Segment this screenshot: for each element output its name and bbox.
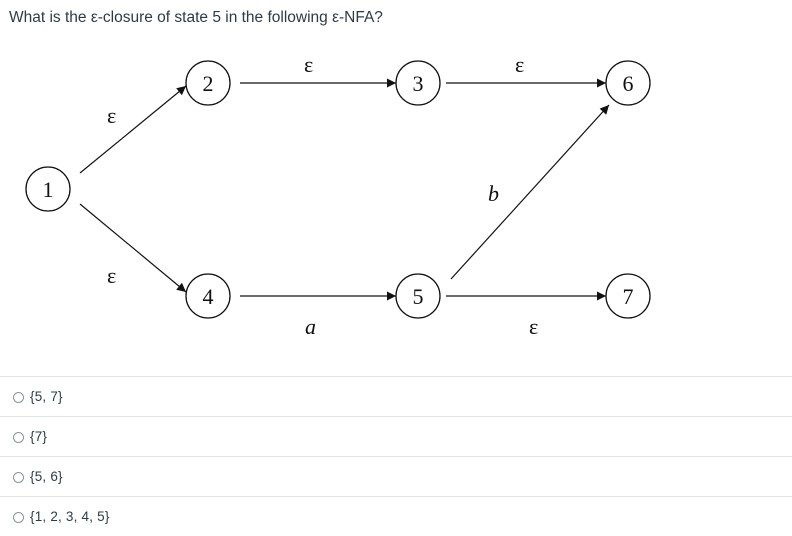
state-6: 6 <box>605 60 651 106</box>
answer-label: {1, 2, 3, 4, 5} <box>30 509 110 524</box>
edge-1-2 <box>79 85 187 174</box>
state-4-label: 4 <box>203 284 214 309</box>
edge-1-4 <box>79 203 187 293</box>
edge-label-2-3: ε <box>304 52 313 77</box>
state-7: 7 <box>605 273 651 319</box>
answer-label: {5, 7} <box>30 389 63 404</box>
state-2-label: 2 <box>203 71 214 96</box>
answer-option[interactable]: {7} <box>0 416 792 456</box>
state-4: 4 <box>185 273 231 319</box>
state-5-label: 5 <box>413 284 424 309</box>
edge-5-6 <box>450 104 610 280</box>
state-1: 1 <box>25 166 71 212</box>
answer-option[interactable]: {5, 7} <box>0 376 792 416</box>
edge-label-5-6: b <box>488 181 499 206</box>
answer-option[interactable]: {1, 2, 3, 4, 5} <box>0 496 792 536</box>
edge-label-3-6: ε <box>515 52 524 77</box>
nfa-diagram: ε ε ε ε a b ε 1 2 3 4 5 6 7 <box>25 52 651 339</box>
state-3-label: 3 <box>413 71 424 96</box>
radio-button[interactable] <box>13 511 24 523</box>
edge-label-1-4: ε <box>107 263 116 288</box>
state-7-label: 7 <box>623 284 634 309</box>
answer-option[interactable]: {5, 6} <box>0 456 792 496</box>
state-1-label: 1 <box>43 177 54 202</box>
state-6-label: 6 <box>623 71 634 96</box>
question-text: What is the ε-closure of state 5 in the … <box>9 9 383 26</box>
state-3: 3 <box>395 60 441 106</box>
radio-button[interactable] <box>13 431 24 443</box>
radio-button[interactable] <box>13 471 24 483</box>
edge-label-1-2: ε <box>107 103 116 128</box>
edge-label-5-7: ε <box>529 314 538 339</box>
answer-label: {7} <box>30 429 48 444</box>
edge-label-4-5: a <box>305 314 316 339</box>
state-5: 5 <box>395 273 441 319</box>
state-2: 2 <box>185 60 231 106</box>
radio-button[interactable] <box>13 391 24 403</box>
answer-options: {5, 7} {7} {5, 6} {1, 2, 3, 4, 5} <box>0 376 792 536</box>
answer-label: {5, 6} <box>30 469 63 484</box>
